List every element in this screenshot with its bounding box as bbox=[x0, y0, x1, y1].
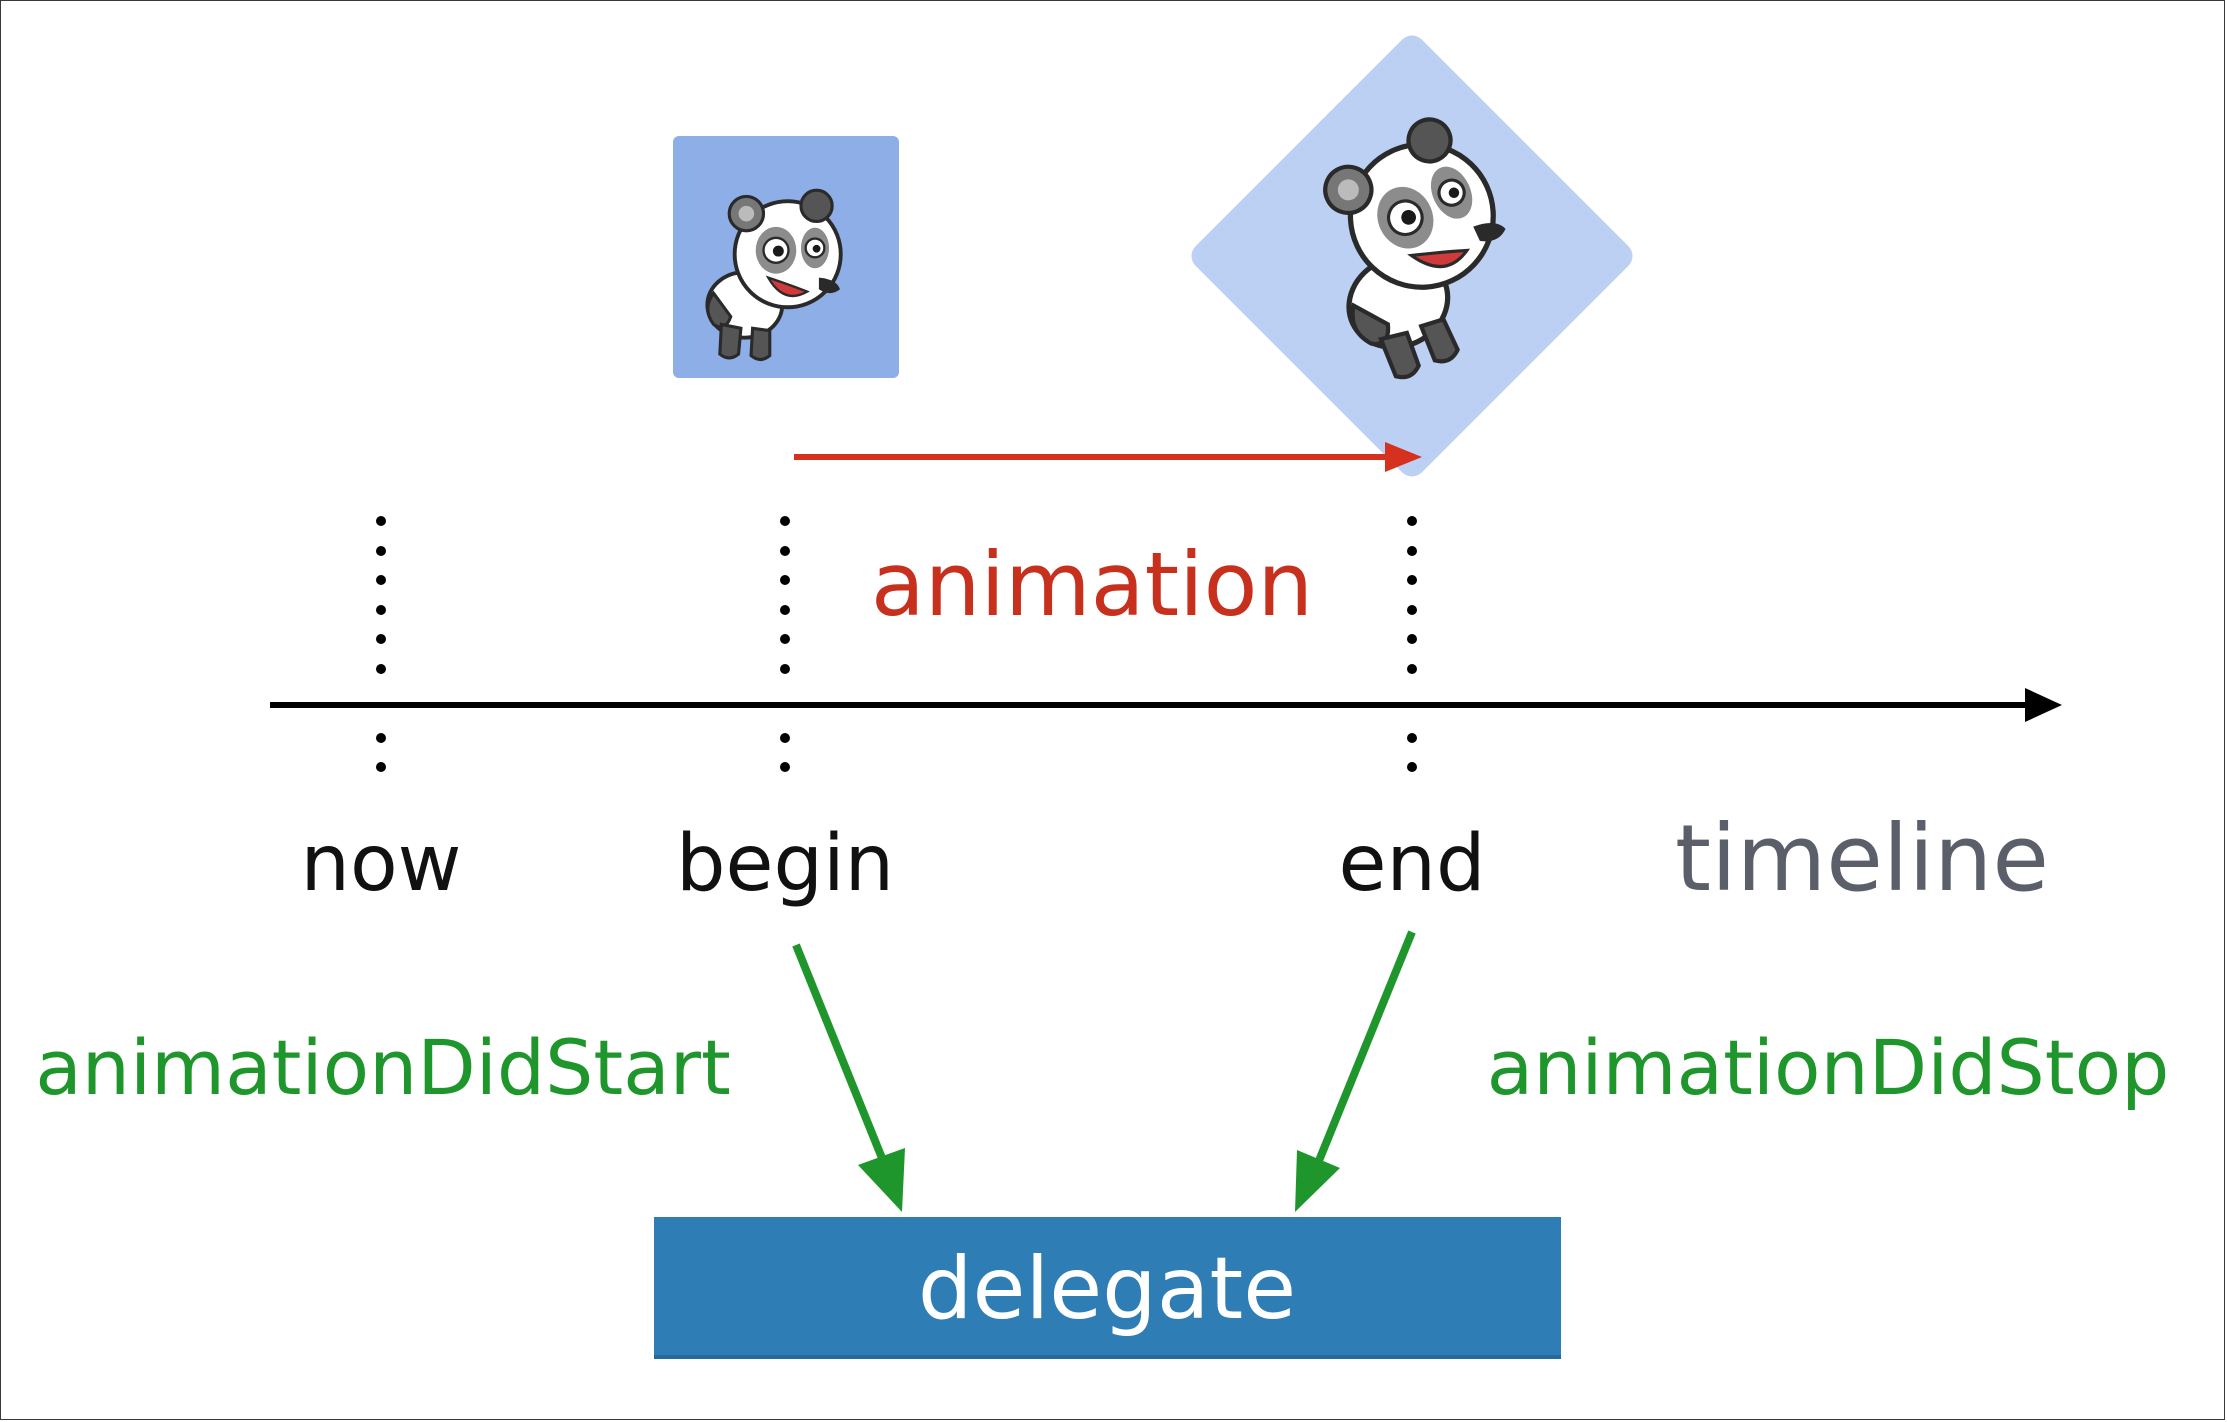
panda-before-image bbox=[673, 136, 899, 378]
now-label: now bbox=[301, 819, 462, 909]
did-start-arrow bbox=[792, 943, 905, 1212]
animation-did-stop-label: animationDidStop bbox=[1487, 1023, 2170, 1112]
animation-did-start-label: animationDidStart bbox=[35, 1023, 731, 1112]
begin-label: begin bbox=[676, 819, 894, 909]
panda-after-image bbox=[1191, 35, 1633, 477]
did-stop-arrow bbox=[1295, 930, 1416, 1212]
animation-label: animation bbox=[871, 533, 1313, 636]
end-label: end bbox=[1339, 819, 1486, 909]
delegate-box: delegate bbox=[654, 1217, 1561, 1359]
timeline-label: timeline bbox=[1675, 805, 2049, 912]
end-marker bbox=[1407, 516, 1417, 772]
delegate-label: delegate bbox=[918, 1239, 1296, 1339]
now-marker bbox=[376, 516, 386, 772]
begin-marker bbox=[780, 516, 790, 772]
timeline-axis bbox=[270, 688, 2062, 722]
animation-arrow bbox=[794, 442, 1422, 472]
